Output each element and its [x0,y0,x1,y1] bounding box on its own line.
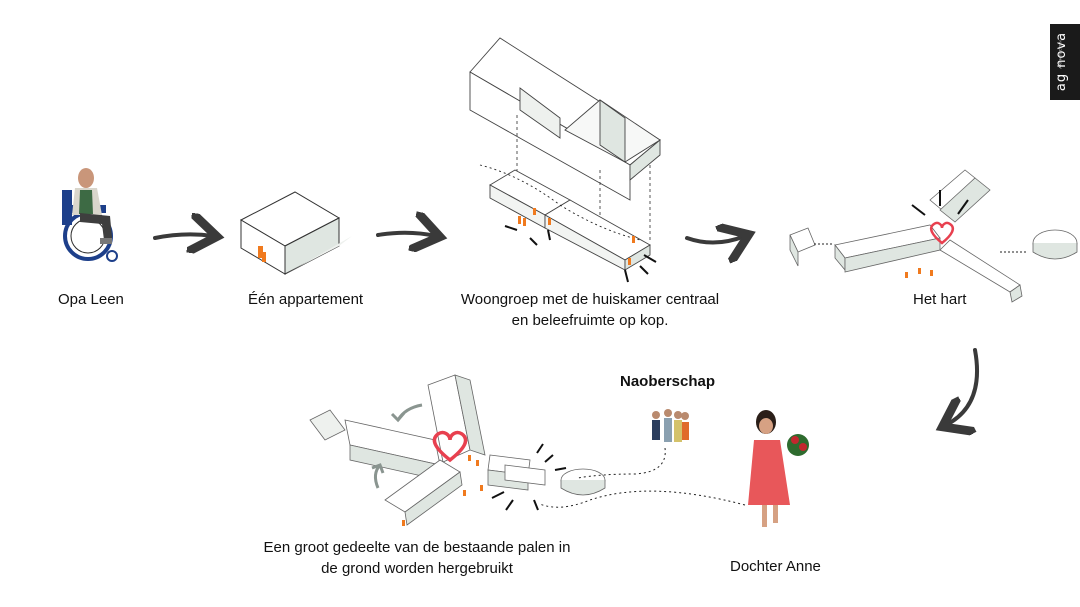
caption-woongroep-line1: Woongroep met de huiskamer centraal [460,291,720,308]
path-naoberschap [577,447,666,479]
hart-model [789,169,1078,303]
caption-palen-line2: de grond worden hergebruikt [321,560,513,577]
dochter-anne-figure [748,410,809,527]
hart-rays [911,190,969,216]
arrow-3 [685,236,745,243]
caption-woongroep: Woongroep met de huiskamer centraal en b… [458,289,722,331]
woongroep-rays [504,225,657,283]
apartment-block [239,191,352,275]
hart-heart-icon [930,221,954,245]
woongroep-people [518,208,635,265]
caption-palen-line1: Een groot gedeelte van de bestaande pale… [263,539,571,556]
caption-dochter-anne: Dochter Anne [730,558,821,575]
rotation-arrows [371,403,423,489]
hart-connectors [814,243,1028,253]
caption-palen: Een groot gedeelte van de bestaande pale… [255,537,579,579]
caption-woongroep-line2: en beleefruimte op kop. [511,312,669,329]
caption-appartement: Één appartement [248,291,364,308]
caption-het-hart: Het hart [913,291,967,308]
caption-naoberschap: Naoberschap [620,373,716,390]
opa-leen-figure [62,168,118,262]
arrow-2 [376,233,436,236]
naoberschap-figures [652,409,689,442]
big-heart-icon [432,430,468,463]
hergebruik-model [309,374,606,526]
path-dochter [539,490,746,508]
arrow-1 [153,234,213,238]
hergebruik-rays [491,443,567,511]
woongroep-model [469,37,661,271]
agnova-logo: ag nova ARCHITECTEN [1050,24,1080,100]
arrow-4 [946,348,980,425]
caption-opa-leen: Opa Leen [58,291,124,308]
